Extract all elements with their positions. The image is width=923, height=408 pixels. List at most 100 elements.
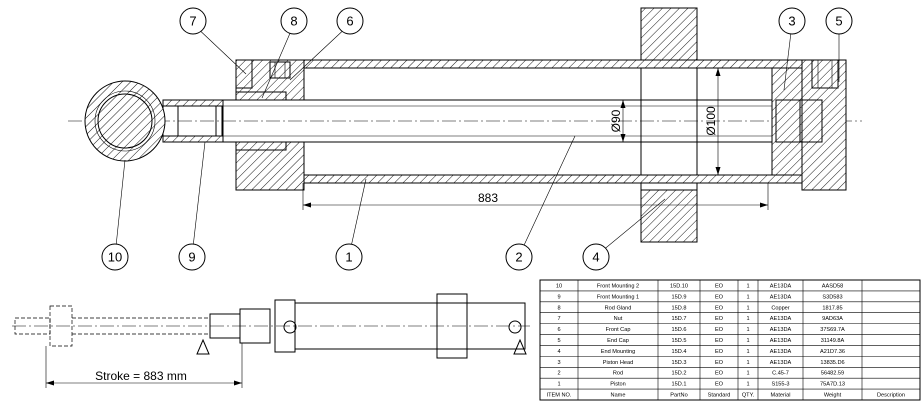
bom-header-cell: ITEM NO. xyxy=(547,393,572,399)
bom-cell: AE13DA xyxy=(770,283,792,289)
bom-cell: 10 xyxy=(556,283,562,289)
svg-text:5: 5 xyxy=(835,13,842,28)
bom-header-cell: Material xyxy=(771,393,791,399)
bom-cell: Nut xyxy=(614,316,623,322)
callout-4: 4 xyxy=(582,243,610,271)
stroke-dimension: Stroke = 883 mm xyxy=(95,369,187,383)
rod-gland xyxy=(235,91,287,101)
end-cap xyxy=(801,59,847,191)
bom-cell: 56482.59 xyxy=(821,371,844,377)
bom-cell: 15D.1 xyxy=(672,382,687,388)
bom-cell: EO xyxy=(715,305,724,311)
bom-cell: 15D.4 xyxy=(672,349,687,355)
bom-cell: 75A7D.13 xyxy=(820,382,845,388)
dia90-dimension: Ø90 xyxy=(609,109,623,132)
length-dimension: 883 xyxy=(478,191,498,205)
bom-cell: 31149.8A xyxy=(821,338,845,344)
bom-cell: 2 xyxy=(557,371,560,377)
callout-5: 5 xyxy=(825,7,853,35)
bom-cell: 15D.2 xyxy=(672,371,687,377)
section-view: 883 Ø90 Ø100 7 8 xyxy=(68,7,862,271)
callout-3: 3 xyxy=(778,7,806,35)
bom-cell: Front Cap xyxy=(606,327,631,333)
bom-cell: EO xyxy=(715,294,724,300)
svg-text:2: 2 xyxy=(515,249,522,264)
bom-cell: EO xyxy=(715,316,724,322)
end-cap-bolt xyxy=(811,59,839,89)
svg-text:10: 10 xyxy=(108,249,122,264)
bom-cell: EO xyxy=(715,371,724,377)
bom-cell: 1 xyxy=(557,382,560,388)
bom-cell: 15D.7 xyxy=(672,316,687,322)
bom-cell: 15D.8 xyxy=(672,305,687,311)
bom-cell: EO xyxy=(715,382,724,388)
callout-9: 9 xyxy=(178,243,206,271)
bom-cell: 1 xyxy=(746,338,749,344)
bom-cell: Copper xyxy=(771,305,789,311)
bom-cell: 1 xyxy=(746,371,749,377)
callout-6: 6 xyxy=(336,7,364,35)
leader-lines xyxy=(114,23,840,257)
dia100-dimension: Ø100 xyxy=(704,106,718,136)
side-front-pin xyxy=(283,320,297,334)
side-view: Stroke = 883 mm xyxy=(12,293,530,388)
bom-cell: AE13DA xyxy=(770,294,792,300)
bom-cell: 37S69.7A xyxy=(820,327,845,333)
bom-cell: C.45-7 xyxy=(772,371,789,377)
side-rear-pin xyxy=(508,320,522,334)
svg-text:1: 1 xyxy=(345,249,352,264)
svg-text:7: 7 xyxy=(189,13,196,28)
bom-cell: 1 xyxy=(746,283,749,289)
bom-cell: 6 xyxy=(557,327,560,333)
trunnion-ring xyxy=(640,59,698,191)
bom-cell: 5 xyxy=(557,338,560,344)
barrel-bottom-wall xyxy=(296,174,808,184)
nut xyxy=(235,59,253,89)
side-trunnion xyxy=(436,293,468,359)
svg-text:3: 3 xyxy=(788,13,795,28)
callout-1: 1 xyxy=(335,243,363,271)
bom-cell: Front Mounting 1 xyxy=(597,294,639,300)
bom-cell: 1 xyxy=(746,349,749,355)
svg-text:9: 9 xyxy=(188,249,195,264)
bom-cell: AE13DA xyxy=(770,316,792,322)
bom-header-cell: Name xyxy=(611,393,626,399)
bom-cell: 9AD63A xyxy=(822,316,843,322)
bom-cell: A21D7.36 xyxy=(820,349,845,355)
bom-cell: S155-3 xyxy=(771,382,789,388)
bom-cell: AE13DA xyxy=(770,338,792,344)
gland-bolt xyxy=(269,61,291,79)
callout-7: 7 xyxy=(179,7,207,35)
bom-header-cell: PartNo xyxy=(670,393,687,399)
bom-header-cell: Description xyxy=(877,393,905,399)
bom-cell: EO xyxy=(715,338,724,344)
bom-cell: AE13DA xyxy=(770,327,792,333)
callout-8: 8 xyxy=(280,7,308,35)
trunnion-top xyxy=(640,7,698,61)
bom-cell: AE13DA xyxy=(770,360,792,366)
bom-cell: AE13DA xyxy=(770,349,792,355)
bom-cell: 1 xyxy=(746,294,749,300)
bom-cell: Piston xyxy=(610,382,626,388)
bom-cell: End Cap xyxy=(607,338,629,344)
bom-cell: AASD58 xyxy=(822,283,843,289)
bom-cell: 1 xyxy=(746,305,749,311)
bom-cell: Rod Gland xyxy=(605,305,632,311)
callout-10: 10 xyxy=(101,243,129,271)
bom-cell: Piston Head xyxy=(603,360,633,366)
bom-cell: EO xyxy=(715,327,724,333)
bom-cell: Front Mounting 2 xyxy=(597,283,639,289)
bom-cell: 1 xyxy=(746,360,749,366)
bom-cell: Rod xyxy=(613,371,623,377)
bom-cell: EO xyxy=(715,360,724,366)
bom-cell: 15D.6 xyxy=(672,327,687,333)
bom-header-cell: QTY. xyxy=(742,393,755,399)
svg-text:6: 6 xyxy=(346,13,353,28)
bom-cell: 15D.5 xyxy=(672,338,687,344)
side-front-mounting xyxy=(239,308,271,344)
bom-cell: 15D.10 xyxy=(670,283,688,289)
bom-border xyxy=(539,279,921,401)
trunnion-bottom xyxy=(640,189,698,243)
